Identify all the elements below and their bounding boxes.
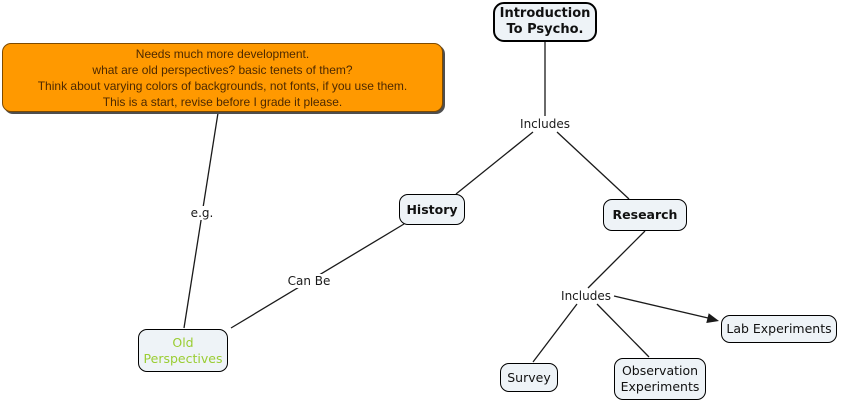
line-includes-to-research <box>556 131 630 200</box>
node-research[interactable]: Research <box>603 199 687 231</box>
node-survey[interactable]: Survey <box>500 363 558 392</box>
annotation-note[interactable]: Needs much more development. what are ol… <box>2 43 443 112</box>
node-introduction-to-psycho[interactable]: Introduction To Psycho. <box>493 2 597 42</box>
line-research-to-includes2 <box>587 230 646 289</box>
line-annotation-to-oldp <box>183 112 219 329</box>
node-observation-experiments[interactable]: Observation Experiments <box>614 358 706 400</box>
line-includes2-to-survey <box>532 303 578 363</box>
arrowhead-to-lab <box>706 313 719 323</box>
line-includes2-to-observation <box>596 303 650 358</box>
link-label-eg[interactable]: e.g. <box>188 206 216 220</box>
node-history[interactable]: History <box>399 194 465 225</box>
line-includes-to-history <box>455 131 534 195</box>
link-label-includes-research[interactable]: Includes <box>559 289 613 303</box>
line-includes2-to-lab <box>613 295 709 319</box>
link-label-can-be[interactable]: Can Be <box>285 274 333 288</box>
node-old-perspectives[interactable]: Old Perspectives <box>138 329 228 372</box>
node-lab-experiments[interactable]: Lab Experiments <box>721 315 837 343</box>
link-label-includes-top[interactable]: Includes <box>518 117 572 131</box>
